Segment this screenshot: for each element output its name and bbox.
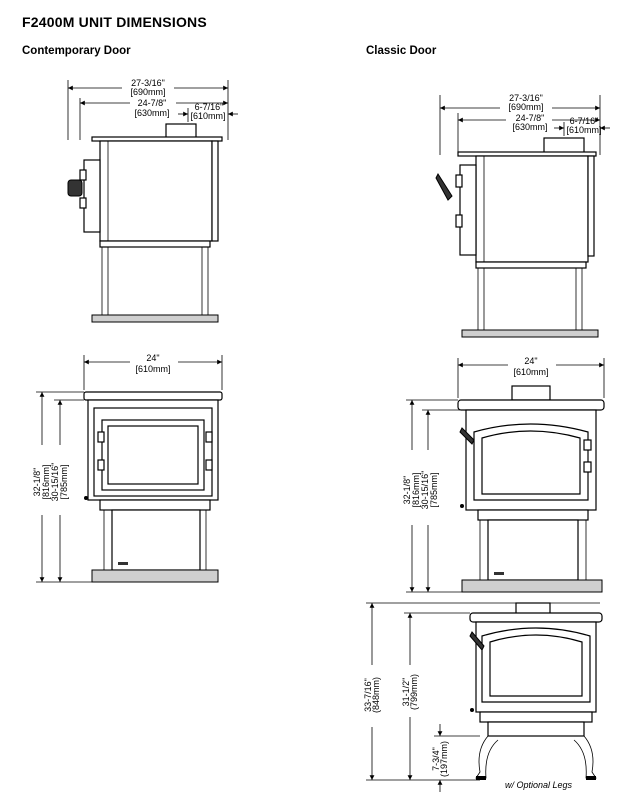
classic-side-view: 27-3/16" [690mm] 24-7/8" [630mm] 6-7/16"… (435, 93, 610, 338)
dim-flue-height: 30-15/16" (50, 463, 60, 502)
dim-flue-height-mm: [785mm] (59, 464, 69, 499)
dim-width-mm: [610mm] (513, 367, 548, 377)
dim-legs-flue-height: 31-1/2" (401, 678, 411, 707)
contemporary-side-view: 27-3/16" [690mm] 24-7/8" [630mm] 6-7/16"… (67, 78, 238, 323)
dim-flue: 6-7/16" (570, 116, 599, 126)
dim-overall-width: 27-3/16" (131, 78, 165, 88)
dim-legs-height: 33-7/16" (363, 678, 373, 712)
contemporary-door-heading: Contemporary Door (22, 45, 131, 57)
dim-depth: 24-7/8" (516, 113, 545, 123)
dim-overall-width: 27-3/16" (509, 93, 543, 103)
dim-leg-height: 7-3/4" (431, 747, 441, 771)
dim-leg-height-mm: (197mm) (439, 741, 449, 777)
dim-width: 24" (146, 353, 159, 363)
dim-flue: 6-7/16" (195, 102, 224, 112)
page-title: F2400M UNIT DIMENSIONS (22, 14, 207, 30)
classic-front-view: 24" [610mm] 32-1/8" [816mm] 30-15/16" [7… (400, 355, 605, 593)
dim-height-mm: [816mm] (41, 464, 51, 499)
classic-legs-view: 33-7/16" (848mm) 31-1/2" (799mm) 7-3/4" … (362, 602, 603, 792)
dim-height: 32-1/8" (402, 476, 412, 505)
dim-flue-mm: [610mm] (190, 111, 225, 121)
contemporary-front-view: 24" [610mm] 32-1/8" [816mm] 30-15/16" [7… (30, 352, 223, 583)
optional-legs-caption: w/ Optional Legs (505, 780, 573, 790)
dim-depth: 24-7/8" (138, 98, 167, 108)
classic-door-heading: Classic Door (366, 45, 437, 57)
dim-depth-mm: [630mm] (512, 122, 547, 132)
dim-overall-width-mm: [690mm] (130, 87, 165, 97)
dim-flue-height: 30-15/16" (420, 471, 430, 510)
dim-overall-width-mm: [690mm] (508, 102, 543, 112)
dim-width: 24" (524, 356, 537, 366)
dim-flue-mm: [610mm] (566, 125, 601, 135)
dim-height: 32-1/8" (32, 468, 42, 497)
dim-flue-height-mm: [785mm] (429, 472, 439, 507)
dim-height-mm: [816mm] (411, 472, 421, 507)
dim-width-mm: [610mm] (135, 364, 170, 374)
dim-legs-flue-height-mm: (799mm) (409, 674, 419, 710)
dim-legs-height-mm: (848mm) (371, 677, 381, 713)
dim-depth-mm: [630mm] (134, 108, 169, 118)
